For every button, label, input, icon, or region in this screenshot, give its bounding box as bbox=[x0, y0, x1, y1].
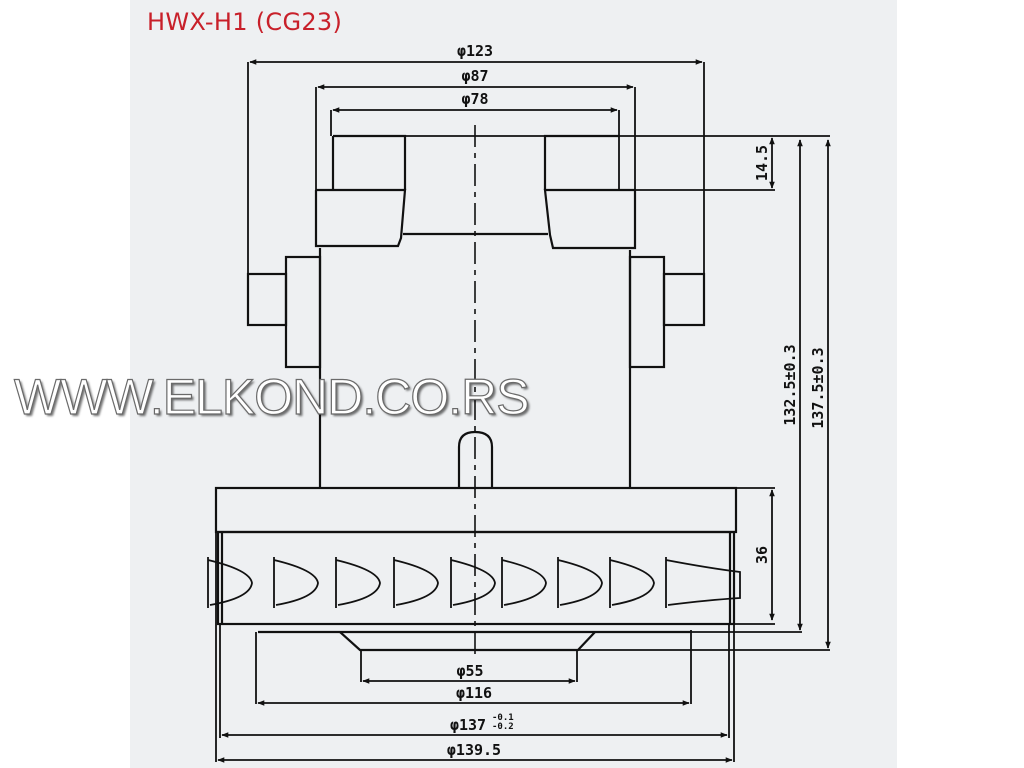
bottom-dimension-lines bbox=[215, 532, 735, 763]
drawing-panel bbox=[130, 0, 897, 768]
dim-phi-55: φ55 bbox=[456, 662, 483, 680]
website-watermark: WWW.ELKOND.CO.RS bbox=[13, 369, 530, 425]
dim-phi-137-tol-lower: -0.2 bbox=[492, 722, 514, 732]
right-dimension-labels: 14.5 132.5±0.3 137.5±0.3 36 bbox=[753, 145, 827, 564]
dim-phi-139-5: φ139.5 bbox=[447, 741, 501, 759]
top-dimension-labels: φ123 φ87 φ78 bbox=[457, 42, 493, 108]
right-dimension-lines bbox=[405, 135, 831, 651]
dim-phi-87: φ87 bbox=[461, 67, 488, 85]
dim-height-14-5: 14.5 bbox=[753, 145, 771, 181]
bottom-dimension-labels: φ55 φ116 φ137 -0.1 -0.2 φ139.5 bbox=[447, 662, 514, 759]
diagram-title: HWX-H1 (CG23) bbox=[147, 8, 343, 36]
dim-height-137-5: 137.5±0.3 bbox=[809, 347, 827, 428]
dim-phi-116: φ116 bbox=[456, 684, 492, 702]
top-dimension-lines bbox=[247, 59, 705, 274]
dim-phi-137: φ137 bbox=[450, 716, 486, 734]
dim-phi-78: φ78 bbox=[461, 90, 488, 108]
fan-vents bbox=[207, 557, 741, 608]
dim-height-132-5: 132.5±0.3 bbox=[781, 344, 799, 425]
dim-height-36: 36 bbox=[753, 546, 771, 564]
dim-phi-123: φ123 bbox=[457, 42, 493, 60]
dim-phi-137-tol-upper: -0.1 bbox=[492, 713, 514, 723]
